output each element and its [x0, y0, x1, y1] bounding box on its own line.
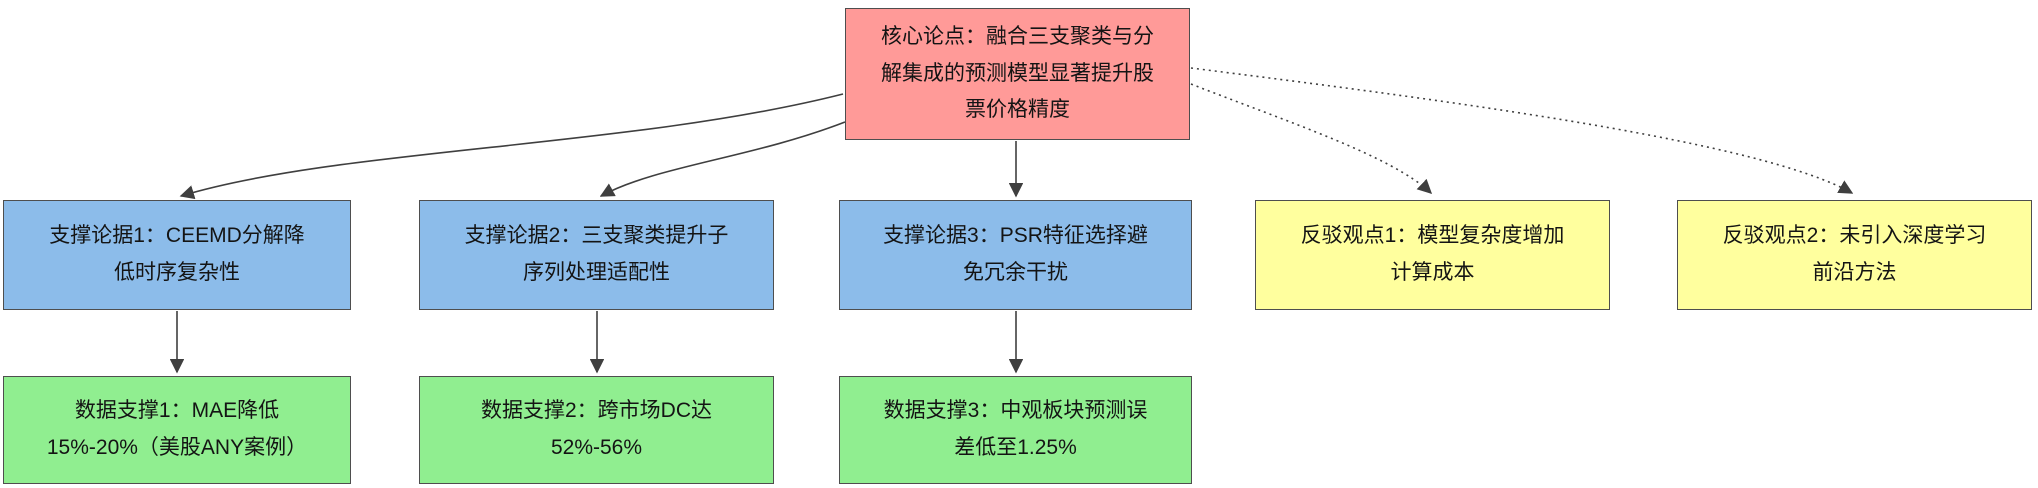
node-rebuttal-1-label: 反驳观点1：模型复杂度增加计算成本 [1300, 224, 1565, 284]
node-data-support-2-label: 数据支撑2：跨市场DC达52%-56% [480, 399, 712, 459]
edge-core-to-support2 [599, 121, 846, 197]
node-rebuttal-1: 反驳观点1：模型复杂度增加计算成本 [1255, 200, 1610, 310]
node-data-support-1: 数据支撑1：MAE降低15%-20%（美股ANY案例） [3, 376, 351, 484]
node-support-2: 支撑论据2：三支聚类提升子序列处理适配性 [419, 200, 774, 310]
node-data-support-3-label: 数据支撑3：中观板块预测误差低至1.25% [883, 399, 1148, 459]
node-support-2-label: 支撑论据2：三支聚类提升子序列处理适配性 [464, 224, 729, 284]
node-data-support-3: 数据支撑3：中观板块预测误差低至1.25% [839, 376, 1192, 484]
node-support-1: 支撑论据1：CEEMD分解降低时序复杂性 [3, 200, 351, 310]
node-data-support-1-label: 数据支撑1：MAE降低15%-20%（美股ANY案例） [46, 399, 308, 459]
node-data-support-2: 数据支撑2：跨市场DC达52%-56% [419, 376, 774, 484]
node-rebuttal-2: 反驳观点2：未引入深度学习前沿方法 [1677, 200, 2032, 310]
edge-core-to-support1 [179, 93, 844, 200]
node-core-claim: 核心论点：融合三支聚类与分解集成的预测模型显著提升股票价格精度 [845, 8, 1190, 140]
node-rebuttal-2-label: 反驳观点2：未引入深度学习前沿方法 [1722, 224, 1987, 284]
edge-core-to-rebuttal1 [1190, 83, 1433, 194]
node-support-3-label: 支撑论据3：PSR特征选择避免冗余干扰 [883, 224, 1148, 284]
edge-core-to-rebuttal2 [1190, 67, 1854, 194]
node-support-3: 支撑论据3：PSR特征选择避免冗余干扰 [839, 200, 1192, 310]
node-core-claim-label: 核心论点：融合三支聚类与分解集成的预测模型显著提升股票价格精度 [881, 24, 1154, 122]
node-support-1-label: 支撑论据1：CEEMD分解降低时序复杂性 [49, 224, 305, 284]
